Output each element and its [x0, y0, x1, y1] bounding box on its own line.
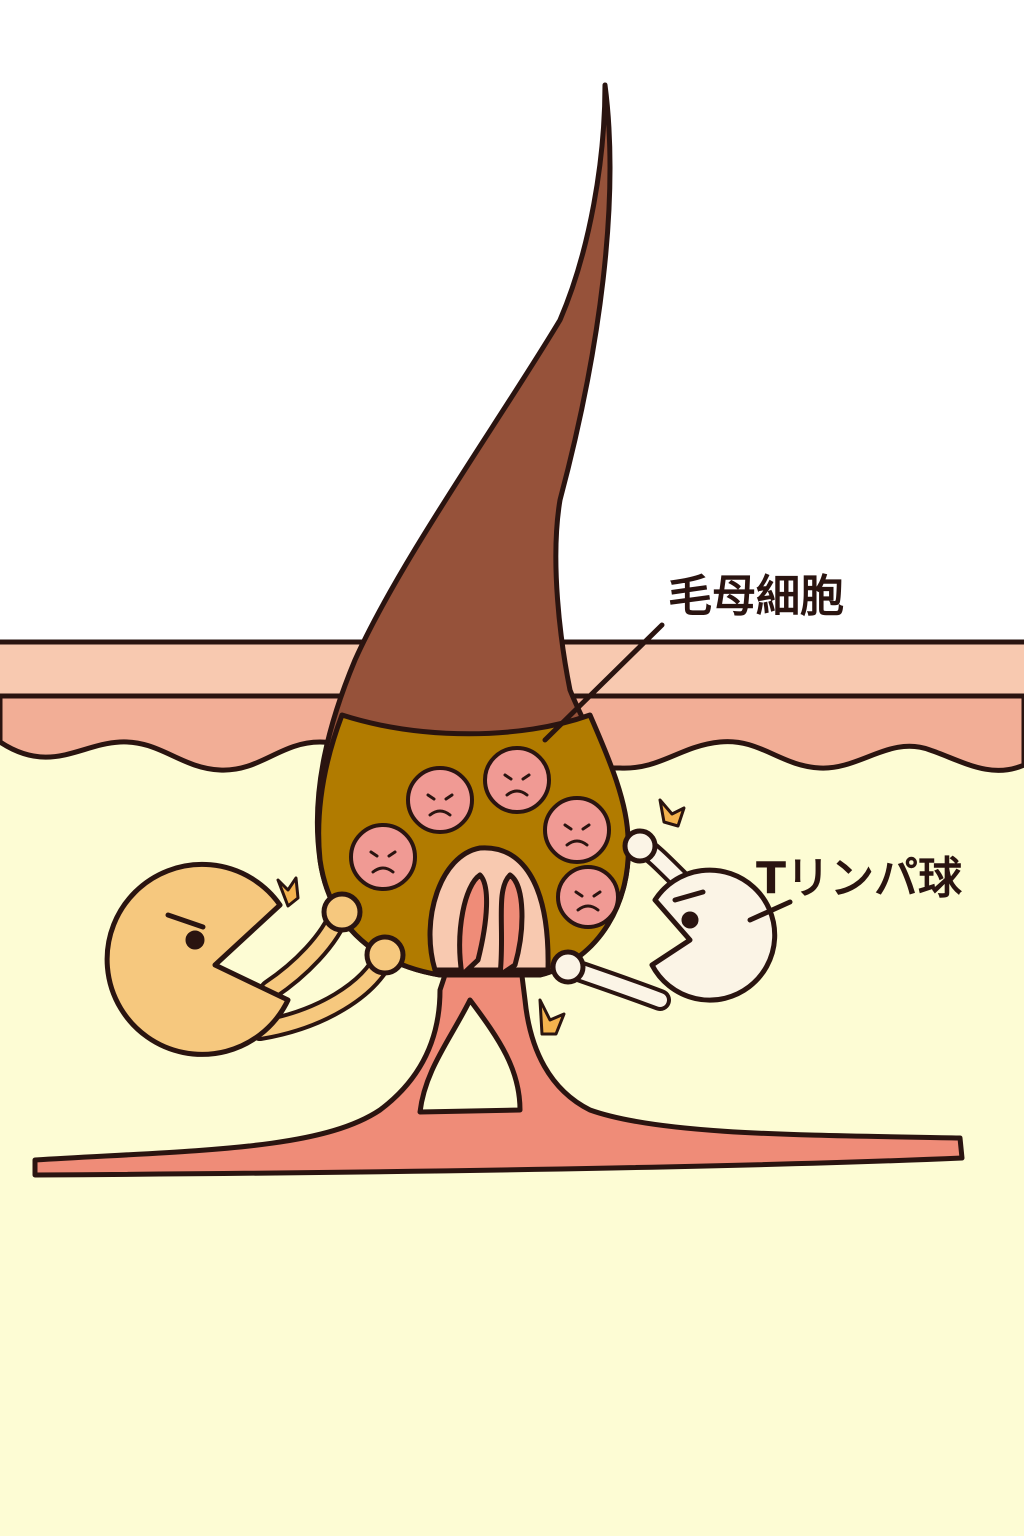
label-t-lymphocyte: Tリンパ球 — [756, 853, 963, 904]
t-lymphocyte-left — [104, 861, 406, 1057]
matrix-cell — [556, 865, 620, 929]
matrix-cells — [349, 746, 620, 929]
papilla-vessel — [457, 872, 525, 978]
label-leader-matrix — [542, 622, 665, 743]
sad-faces — [369, 773, 602, 912]
matrix-cell — [543, 796, 611, 864]
t-lymphocyte-right — [550, 828, 778, 1011]
matrix-cell — [349, 823, 417, 891]
label-leader-tcell — [747, 899, 793, 923]
matrix-cell — [406, 766, 474, 834]
impact-marks — [276, 798, 686, 1036]
matrix-cell — [483, 746, 551, 814]
vessel-gap — [417, 997, 523, 1115]
label-hair-matrix-cells: 毛母細胞 — [668, 571, 844, 622]
